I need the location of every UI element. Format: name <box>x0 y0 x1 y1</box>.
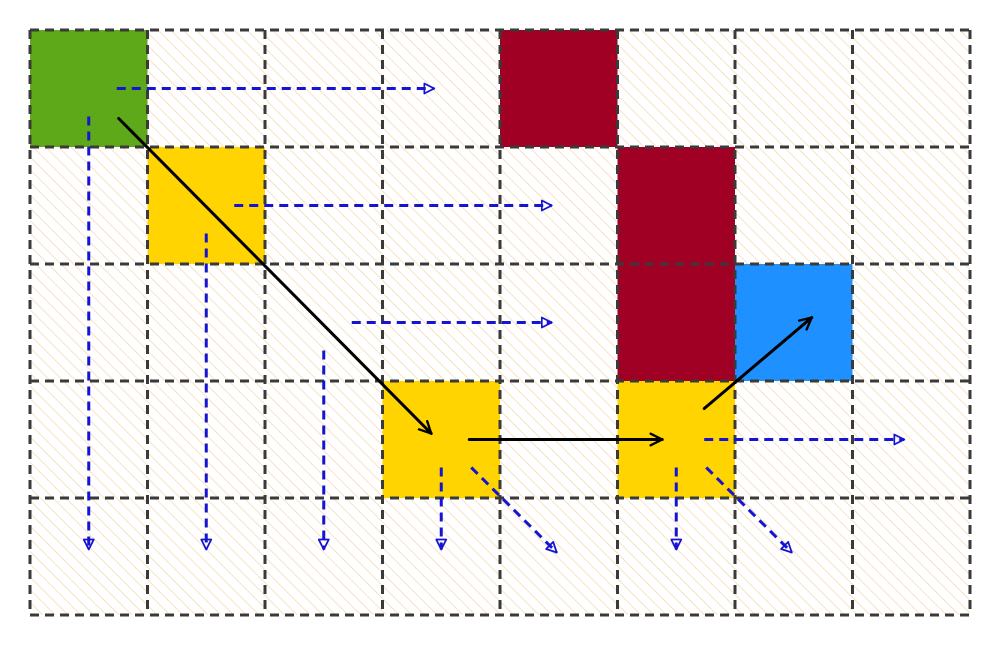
path-arrows-layer <box>117 117 814 447</box>
path-arrow <box>702 316 814 410</box>
path-arrow <box>117 117 433 435</box>
wall-cell <box>617 264 735 381</box>
goal-cell <box>735 264 853 381</box>
explore-arrow <box>705 466 793 554</box>
wall-cell <box>617 147 735 264</box>
explore-arrow <box>470 466 558 554</box>
explore-arrows-layer <box>82 82 906 554</box>
wall-cell <box>500 30 618 147</box>
